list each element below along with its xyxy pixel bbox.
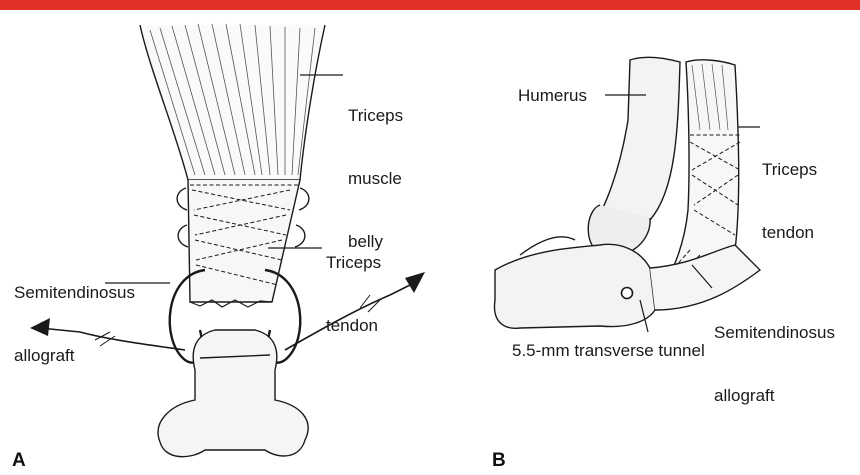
ulna-b [494,244,655,328]
triceps-muscle-belly [140,25,325,180]
label-semitendinosus-allograft-a: Semitendinosus allograft [14,240,135,408]
label-semitendinosus-allograft-b: Semitendinosus allograft [714,280,835,448]
transverse-tunnel [622,288,633,299]
top-color-bar [0,0,860,10]
label-humerus: Humerus [518,85,587,106]
triceps-tendon-a [188,180,300,302]
panel-letter-b: B [492,450,506,472]
label-transverse-tunnel: 5.5-mm transverse tunnel [512,340,705,361]
label-triceps-tendon-b: Triceps tendon [762,117,817,285]
label-triceps-tendon-a: Triceps tendon [326,210,381,378]
panel-letter-a: A [12,450,26,472]
arrow-right [405,272,425,293]
